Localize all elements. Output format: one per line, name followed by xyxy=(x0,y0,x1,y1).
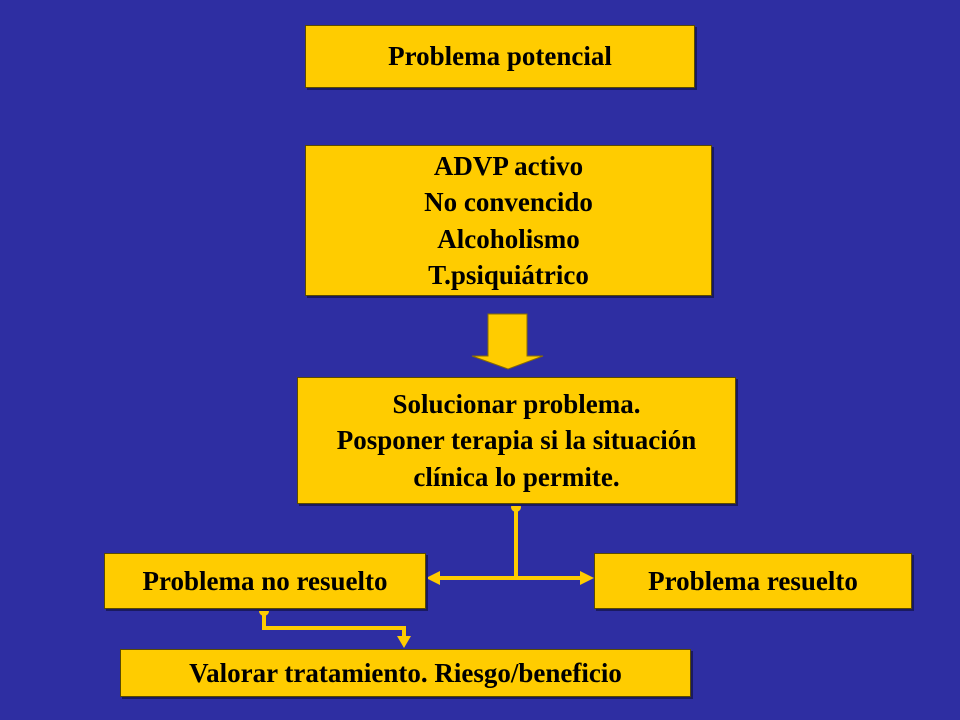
factor-line-3: Alcoholismo xyxy=(437,223,580,254)
factor-line-2: No convencido xyxy=(424,187,593,218)
solucionar-line-3: clínica lo permite. xyxy=(413,461,620,492)
elbow-connector xyxy=(262,611,406,637)
factor-line-1: ADVP activo xyxy=(433,150,584,181)
solucionar-line-1: Solucionar problema. xyxy=(392,388,641,419)
box-valorar: Valorar tratamiento. Riesgo/beneficio xyxy=(120,649,691,697)
box-solucionar: Solucionar problema. Posponer terapia si… xyxy=(297,377,736,504)
branch-origin-dot xyxy=(511,502,521,512)
box-problema-resuelto: Problema resuelto xyxy=(594,553,912,609)
label-valorar: Valorar tratamiento. Riesgo/beneficio xyxy=(189,657,622,688)
box-problema-no-resuelto: Problema no resuelto xyxy=(104,553,426,609)
down-block-arrow xyxy=(471,313,544,370)
box-problema-potencial: Problema potencial xyxy=(305,25,695,88)
arrowhead-down xyxy=(397,636,411,648)
solucionar-line-2: Posponer terapia si la situación xyxy=(336,425,697,456)
factor-line-4: T.psiquiátrico xyxy=(428,259,589,290)
label-problema-resuelto: Problema resuelto xyxy=(648,565,858,596)
box-factores: ADVP activo No convencido Alcoholismo T.… xyxy=(305,145,712,296)
label-problema-no-resuelto: Problema no resuelto xyxy=(142,565,388,596)
label-problema-potencial: Problema potencial xyxy=(388,41,612,72)
arrowhead-left xyxy=(426,571,440,585)
arrowhead-right xyxy=(580,571,594,585)
